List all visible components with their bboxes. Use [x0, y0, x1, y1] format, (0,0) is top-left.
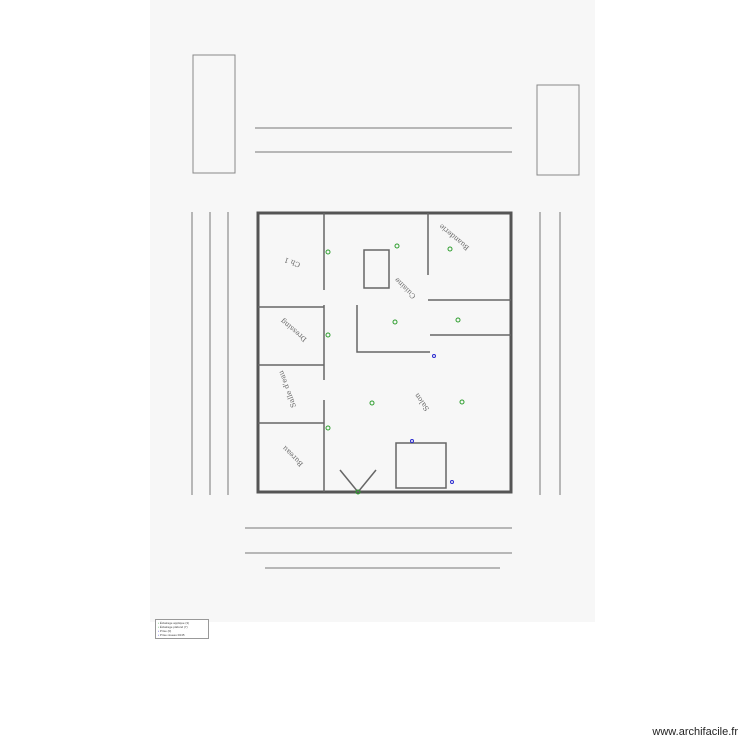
kitchen-island: [363, 249, 390, 289]
exterior-walls: [256, 211, 513, 494]
ceiling-light-icon: [394, 243, 400, 249]
socket-icon: [450, 480, 454, 484]
ceiling-light-icon: [447, 246, 453, 252]
entrance-door: [357, 469, 377, 493]
wall-light-icon: [325, 425, 331, 431]
ceiling-light-icon: [369, 400, 375, 406]
ceiling-light-icon: [392, 319, 398, 325]
legend-item: • Éclairage plafond (7): [158, 625, 188, 629]
legend-item: • Prise réseau RJ45: [158, 633, 185, 637]
title-box: [192, 54, 236, 174]
legend-item: • Éclairage applique (3): [158, 621, 190, 625]
socket-icon: [432, 354, 436, 358]
watermark: www.archifacile.fr: [652, 726, 738, 738]
legend: • Éclairage applique (3) • Éclairage pla…: [155, 619, 209, 639]
legend-item: • Prise (0): [158, 629, 172, 633]
kitchen-counter: [356, 305, 430, 353]
entrance-door: [339, 469, 359, 493]
network-socket-icon: •: [158, 633, 160, 637]
scanned-plan-sheet: [150, 0, 595, 622]
socket-icon: [410, 439, 414, 443]
ceiling-light-icon: [459, 399, 465, 405]
staircase: [395, 442, 447, 489]
ceiling-light-icon: [455, 317, 461, 323]
ceiling-light-icon: [355, 489, 361, 495]
wall-light-icon: [325, 332, 331, 338]
wall-light-icon: [325, 249, 331, 255]
area-box: [536, 84, 580, 176]
